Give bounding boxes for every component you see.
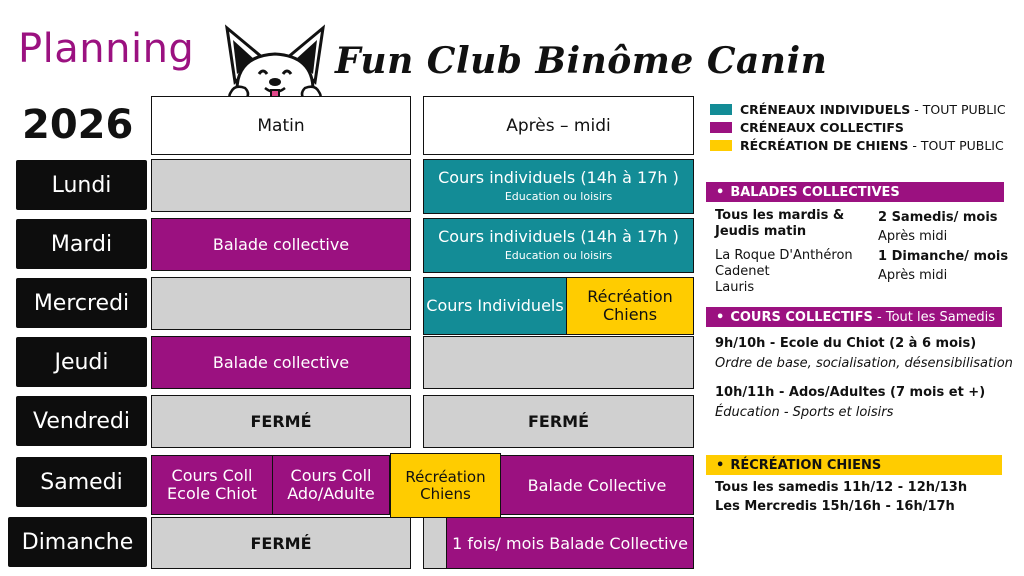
balades-place: Lauris — [715, 280, 755, 295]
slot-dimanche-afternoon-empty — [423, 517, 447, 569]
slot-samedi-ado-adulte: Cours Coll Ado/Adulte — [272, 455, 390, 515]
slot-lundi-afternoon: Cours individuels (14h à 17h ) Education… — [423, 159, 694, 214]
day-label-dimanche: Dimanche — [8, 517, 147, 567]
slot-jeudi-afternoon — [423, 336, 694, 389]
slot-mercredi-morning — [151, 277, 411, 330]
brand-title: Fun Club Binôme Canin — [335, 40, 828, 82]
slot-mercredi-afternoon-cours: Cours Individuels — [423, 277, 567, 335]
legend-item-recreation: RÉCRÉATION DE CHIENS - TOUT PUBLIC — [710, 138, 1004, 153]
slot-lundi-morning — [151, 159, 411, 212]
slot-mercredi-afternoon-recreation: Récréation Chiens — [566, 277, 694, 335]
day-label-jeudi: Jeudi — [16, 337, 147, 387]
page-title: Planning — [18, 26, 195, 72]
legend-label: CRÉNEAUX COLLECTIFS — [740, 120, 904, 135]
section-header-recreation: • RÉCRÉATION CHIENS — [706, 455, 1002, 475]
balades-dimanche-title: 1 Dimanche/ mois — [878, 249, 1009, 264]
column-header-morning: Matin — [151, 96, 411, 155]
section-title: COURS COLLECTIFS — [730, 309, 873, 325]
legend-label: CRÉNEAUX INDIVIDUELS — [740, 102, 911, 117]
cours-item1-sub: Ordre de base, socialisation, désensibil… — [715, 356, 1013, 371]
balades-place: La Roque D'Anthéron — [715, 248, 853, 263]
balades-samedis-title: 2 Samedis/ mois — [878, 210, 998, 225]
section-header-cours: • COURS COLLECTIFS - Tout les Samedis — [706, 307, 1002, 327]
slot-vendredi-morning: FERMÉ — [151, 395, 411, 448]
day-label-lundi: Lundi — [16, 160, 147, 210]
slot-dimanche-afternoon: 1 fois/ mois Balade Collective — [446, 517, 694, 569]
day-label-mercredi: Mercredi — [16, 278, 147, 328]
year-label: 2026 — [22, 102, 134, 148]
balades-samedis-sub: Après midi — [878, 229, 948, 244]
legend-item-individuels: CRÉNEAUX INDIVIDUELS - TOUT PUBLIC — [710, 102, 1006, 117]
slot-title: Cours individuels (14h à 17h ) — [438, 226, 679, 246]
slot-samedi-ecole-chiot: Cours Coll Ecole Chiot — [151, 455, 273, 515]
legend-swatch-purple — [710, 122, 732, 133]
slot-title: Cours individuels (14h à 17h ) — [438, 167, 679, 187]
slot-subtitle: Education ou loisirs — [504, 249, 613, 263]
bullet-icon: • — [716, 184, 725, 200]
balades-schedule-title: Tous les mardis & Jeudis matin — [715, 208, 845, 239]
recreation-line: Les Mercredis 15h/16h - 16h/17h — [715, 499, 955, 514]
slot-dimanche-morning: FERMÉ — [151, 517, 411, 569]
column-header-afternoon: Après – midi — [423, 96, 694, 155]
legend-item-collectifs: CRÉNEAUX COLLECTIFS — [710, 120, 904, 135]
slot-samedi-balade: Balade Collective — [500, 455, 694, 515]
legend-swatch-yellow — [710, 140, 732, 151]
day-label-vendredi: Vendredi — [16, 396, 147, 446]
legend-suffix: - TOUT PUBLIC — [910, 102, 1006, 117]
legend-suffix: - TOUT PUBLIC — [908, 138, 1004, 153]
cours-item2-sub: Éducation - Sports et loisirs — [715, 405, 894, 420]
legend-swatch-teal — [710, 104, 732, 115]
section-title: RÉCRÉATION CHIENS — [730, 457, 882, 473]
slot-vendredi-afternoon: FERMÉ — [423, 395, 694, 448]
slot-mardi-morning: Balade collective — [151, 218, 411, 271]
recreation-line: Tous les samedis 11h/12 - 12h/13h — [715, 480, 968, 495]
slot-jeudi-morning: Balade collective — [151, 336, 411, 389]
balades-place: Cadenet — [715, 264, 770, 279]
section-suffix: - Tout les Samedis — [872, 309, 996, 325]
balades-dimanche-sub: Après midi — [878, 268, 948, 283]
legend-label: RÉCRÉATION DE CHIENS — [740, 138, 909, 153]
cours-item2-title: 10h/11h - Ados/Adultes (7 mois et +) — [715, 385, 986, 400]
bullet-icon: • — [716, 309, 725, 325]
section-title: BALADES COLLECTIVES — [730, 184, 900, 200]
day-label-mardi: Mardi — [16, 219, 147, 269]
day-label-samedi: Samedi — [16, 457, 147, 507]
section-header-balades: • BALADES COLLECTIVES — [706, 182, 1004, 202]
slot-mardi-afternoon: Cours individuels (14h à 17h ) Education… — [423, 218, 694, 273]
bullet-icon: • — [716, 457, 725, 473]
slot-samedi-recreation: Récréation Chiens — [390, 453, 501, 518]
cours-item1-title: 9h/10h - Ecole du Chiot (2 à 6 mois) — [715, 336, 977, 351]
slot-subtitle: Education ou loisirs — [504, 190, 613, 204]
